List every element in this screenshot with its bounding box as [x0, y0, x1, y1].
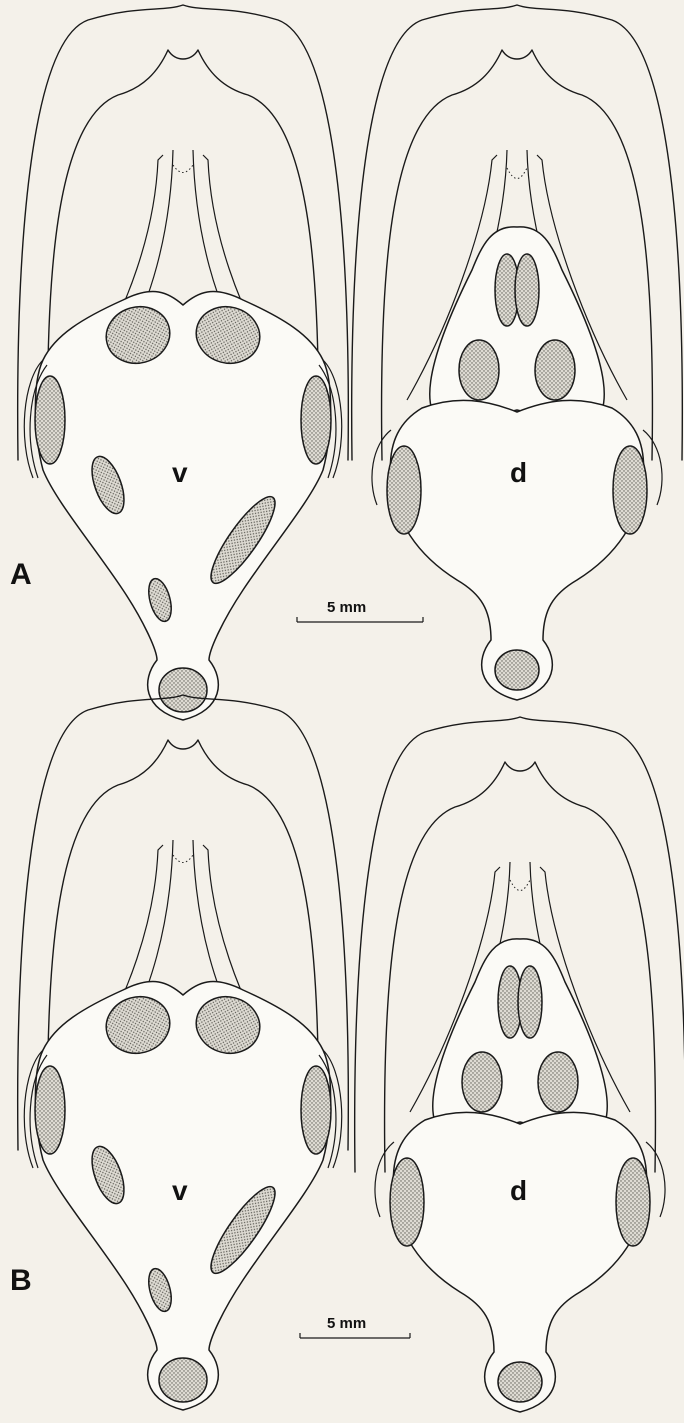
panel-b: v d B 5 mm	[10, 695, 684, 1412]
dorsal-label-a: d	[510, 457, 527, 488]
dorsal-specimen-a	[352, 5, 683, 700]
dorsal-label-b: d	[510, 1175, 527, 1206]
scale-label-a: 5 mm	[327, 599, 366, 616]
ventral-label-a: v	[172, 457, 188, 488]
scale-label-b: 5 mm	[327, 1315, 366, 1332]
ventral-label-b: v	[172, 1175, 188, 1206]
panel-label-b: B	[10, 1264, 32, 1297]
panel-label-a: A	[10, 558, 32, 591]
scale-bar-a: 5 mm	[297, 599, 423, 622]
panel-a: v d A 5 mm	[10, 5, 682, 720]
ventral-specimen-a	[18, 5, 349, 720]
scale-bar-b: 5 mm	[300, 1315, 410, 1338]
ventral-specimen-b	[18, 695, 349, 1410]
dorsal-specimen-b	[355, 717, 684, 1412]
